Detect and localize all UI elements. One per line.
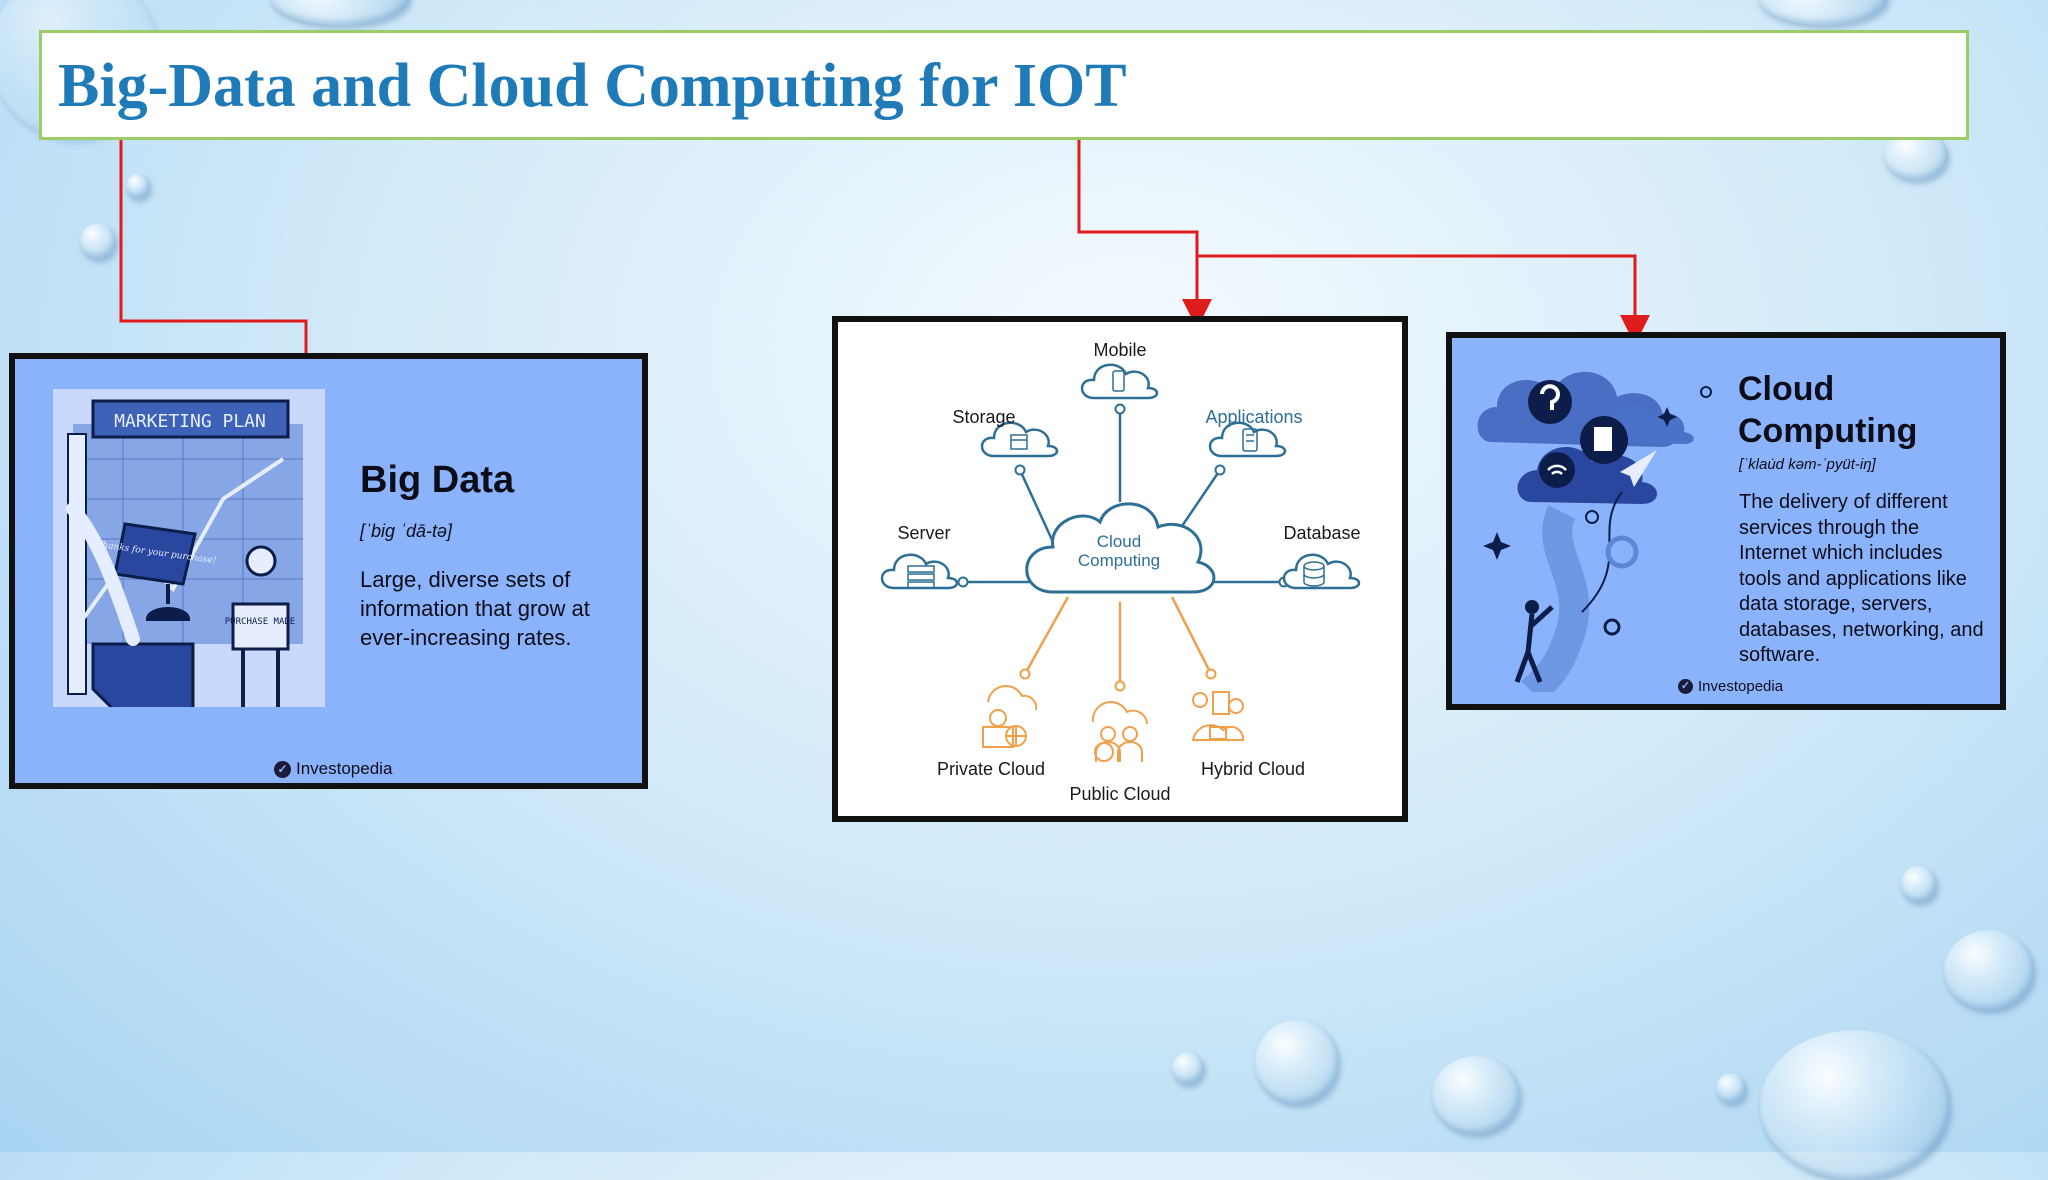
big-data-card: MARKETING PLAN Thanks for your purchase!…: [9, 353, 648, 789]
node-storage: Storage: [952, 407, 1016, 427]
big-data-definition: Large, diverse sets of information that …: [360, 567, 590, 650]
center-cloud-icon: [1025, 502, 1216, 594]
node-database: Database: [1283, 523, 1361, 543]
node-public-cloud: Public Cloud: [1069, 784, 1171, 804]
node-mobile: Mobile: [1093, 340, 1147, 360]
slide-title: Big-Data and Cloud Computing for IOT: [58, 52, 1127, 120]
node-private-cloud: Private Cloud: [936, 759, 1046, 779]
connector-cloud-computing: [1197, 254, 1650, 345]
big-data-pronunciation: [ˈbig ˈdā-tə]: [360, 521, 453, 541]
cloud-computing-card: Cloud Computing [ˈklau̇d kəm-ˈpyüt-iŋ] T…: [1446, 332, 2006, 710]
cloud-diagram-card: Cloud Computing Mobile Storage Applicati…: [832, 316, 1408, 822]
cloud-computing-heading: Cloud Computing: [1738, 370, 1918, 450]
water-drop: [126, 174, 150, 198]
illustration-banner-text: MARKETING PLAN: [114, 411, 266, 432]
title-box: Big-Data and Cloud Computing for IOT: [39, 30, 1969, 140]
investopedia-icon: ✓: [274, 760, 291, 778]
connector-big-data: [119, 140, 308, 353]
cloud-computing-pronunciation: [ˈklau̇d kəm-ˈpyüt-iŋ]: [1739, 456, 1876, 473]
water-drop: [1255, 1020, 1339, 1104]
cloud-computing-illustration: [1477, 371, 1712, 692]
connector-cloud-diagram: [1077, 140, 1212, 329]
big-data-illustration: MARKETING PLAN Thanks for your purchase!…: [53, 389, 325, 707]
investopedia-logo: ✓ Investopedia: [274, 759, 392, 779]
connector-lines: [119, 140, 1650, 353]
water-drop: [1901, 866, 1937, 902]
brand-label: Investopedia: [1698, 678, 1784, 695]
diagram-center-label: Cloud Computing: [1077, 532, 1161, 570]
big-data-heading: Big Data: [360, 459, 515, 501]
cloud-hub-diagram: [880, 363, 1361, 762]
water-drop: [1944, 930, 2034, 1010]
illustration-sign-text: PURCHASE MADE: [225, 617, 295, 627]
water-drop: [1432, 1056, 1520, 1134]
node-hybrid-cloud: Hybrid Cloud: [1200, 759, 1306, 779]
water-drop: [80, 223, 116, 259]
water-drop: [1716, 1073, 1746, 1103]
water-drop: [1172, 1052, 1204, 1084]
cloud-icon-set: [880, 363, 1361, 590]
brand-label: Investopedia: [296, 759, 393, 778]
node-applications: Applications: [1205, 407, 1303, 427]
investopedia-icon: ✓: [1678, 679, 1693, 694]
node-server: Server: [897, 523, 951, 543]
investopedia-logo: ✓ Investopedia: [1678, 678, 1783, 695]
deployment-icon-set: [982, 685, 1245, 762]
cloud-computing-definition: The delivery of different services throu…: [1739, 491, 1984, 666]
